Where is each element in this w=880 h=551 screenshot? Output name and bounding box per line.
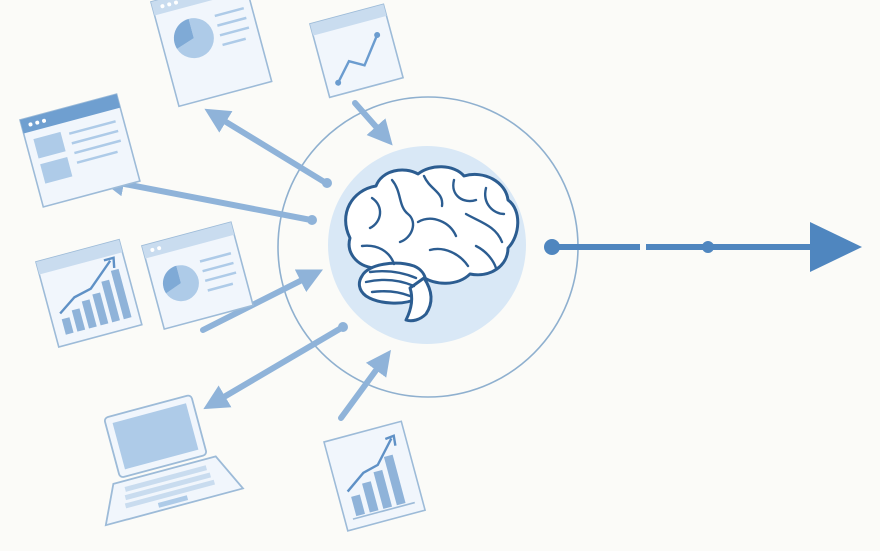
brain-folds: [360, 174, 506, 298]
bar-chart-window-icon: [35, 238, 143, 348]
line-chart-window-icon: [309, 3, 405, 99]
output-mid-dot: [702, 241, 714, 253]
arrow-to-pie-report-top: [204, 108, 329, 186]
arrow-from-bar-chart-bottom: [338, 349, 391, 421]
laptop-icon: [103, 394, 245, 527]
pie-chart-window-icon: [141, 221, 255, 331]
output-arrowhead: [810, 222, 862, 272]
arrow-origin-dot: [338, 322, 348, 332]
output-arrow: [544, 222, 862, 272]
arrow-from-pie-report-middle: [200, 269, 323, 333]
pie-chart-document-icon: [150, 0, 273, 108]
brain-node: [328, 146, 526, 344]
output-start-dot: [544, 239, 560, 255]
arrow-origin-dot: [307, 215, 317, 225]
arrow-to-text-dashboard: [99, 171, 314, 223]
connectors: [99, 100, 393, 421]
arrow-origin-dot: [322, 178, 332, 188]
arrow-to-laptop: [203, 324, 346, 410]
bar-chart-document-icon: [323, 420, 427, 532]
arrow-from-line-chart: [352, 100, 393, 146]
text-dashboard-window-icon: [19, 93, 141, 208]
